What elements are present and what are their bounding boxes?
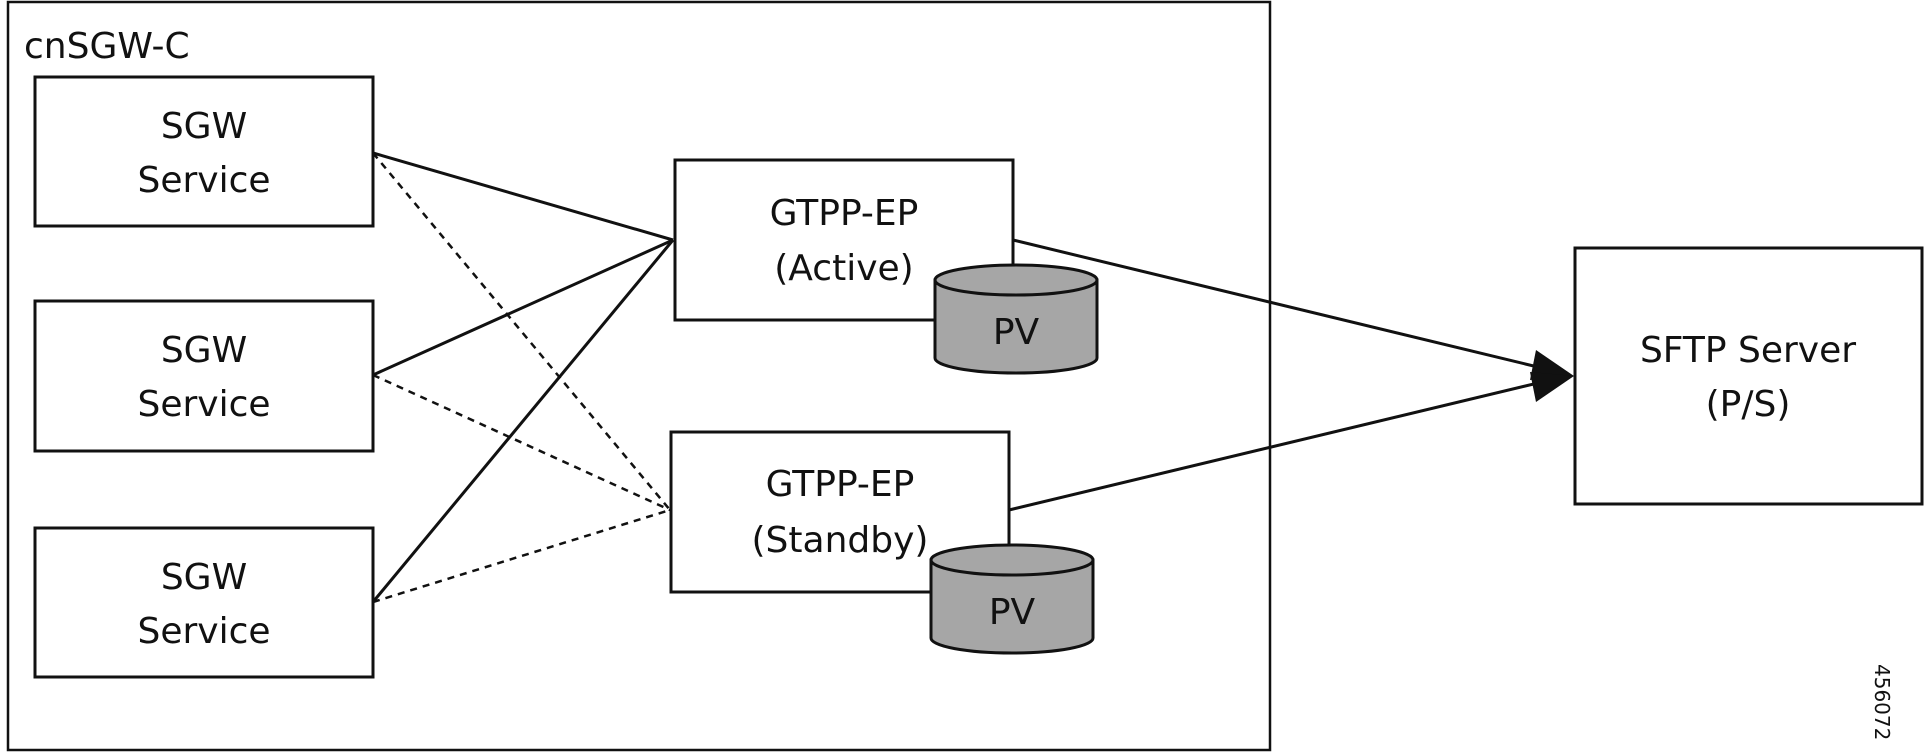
sftp-server-line2: (P/S)	[1706, 384, 1791, 425]
connector-sgw3-active	[371, 239, 675, 603]
figure-id: 456072	[1870, 664, 1894, 740]
pv-cylinder-active: PV	[933, 263, 1099, 375]
sgw-service-2-line1: SGW	[161, 330, 247, 371]
sgw-service-1-line2: Service	[137, 160, 270, 201]
gtpp-active-line1: GTPP-EP	[770, 193, 919, 234]
sftp-server-line1: SFTP Server	[1640, 330, 1856, 371]
gtpp-active-line2: (Active)	[774, 248, 913, 289]
gtpp-standby-line2: (Standby)	[752, 520, 929, 561]
gtpp-ep-active: GTPP-EP (Active)	[673, 158, 1015, 322]
connector-sgw3-standby	[372, 508, 671, 604]
container-label: cnSGW-C	[24, 26, 190, 67]
arrowhead-standby	[1530, 372, 1574, 402]
arrowhead-active	[1530, 350, 1574, 380]
sgw-service-3: SGW Service	[33, 526, 375, 679]
sftp-connections	[1008, 238, 1543, 512]
pv-standby-label: PV	[989, 592, 1036, 633]
connector-sgw2-active	[372, 238, 674, 377]
sgw-service-2-line2: Service	[137, 384, 270, 425]
connector-sgw1-active	[372, 151, 674, 242]
pv-cylinder-standby: PV	[929, 543, 1095, 655]
connector-standby-sftp	[1008, 380, 1543, 512]
cnsgw-c-container	[6, 0, 1272, 752]
sgw-service-3-line2: Service	[137, 611, 270, 652]
sgw-service-1: SGW Service	[33, 75, 375, 228]
sftp-server: SFTP Server (P/S)	[1573, 246, 1924, 506]
sgw-service-3-line1: SGW	[161, 557, 247, 598]
standby-connections	[372, 152, 671, 604]
connector-sgw1-standby	[372, 152, 671, 511]
gtpp-standby-line1: GTPP-EP	[766, 464, 915, 505]
pv-active-label: PV	[993, 312, 1040, 353]
sgw-service-1-line1: SGW	[161, 106, 247, 147]
sgw-service-2: SGW Service	[33, 299, 375, 453]
connector-active-sftp	[1012, 238, 1543, 370]
connector-sgw2-standby	[372, 373, 671, 512]
active-connections	[371, 151, 675, 603]
